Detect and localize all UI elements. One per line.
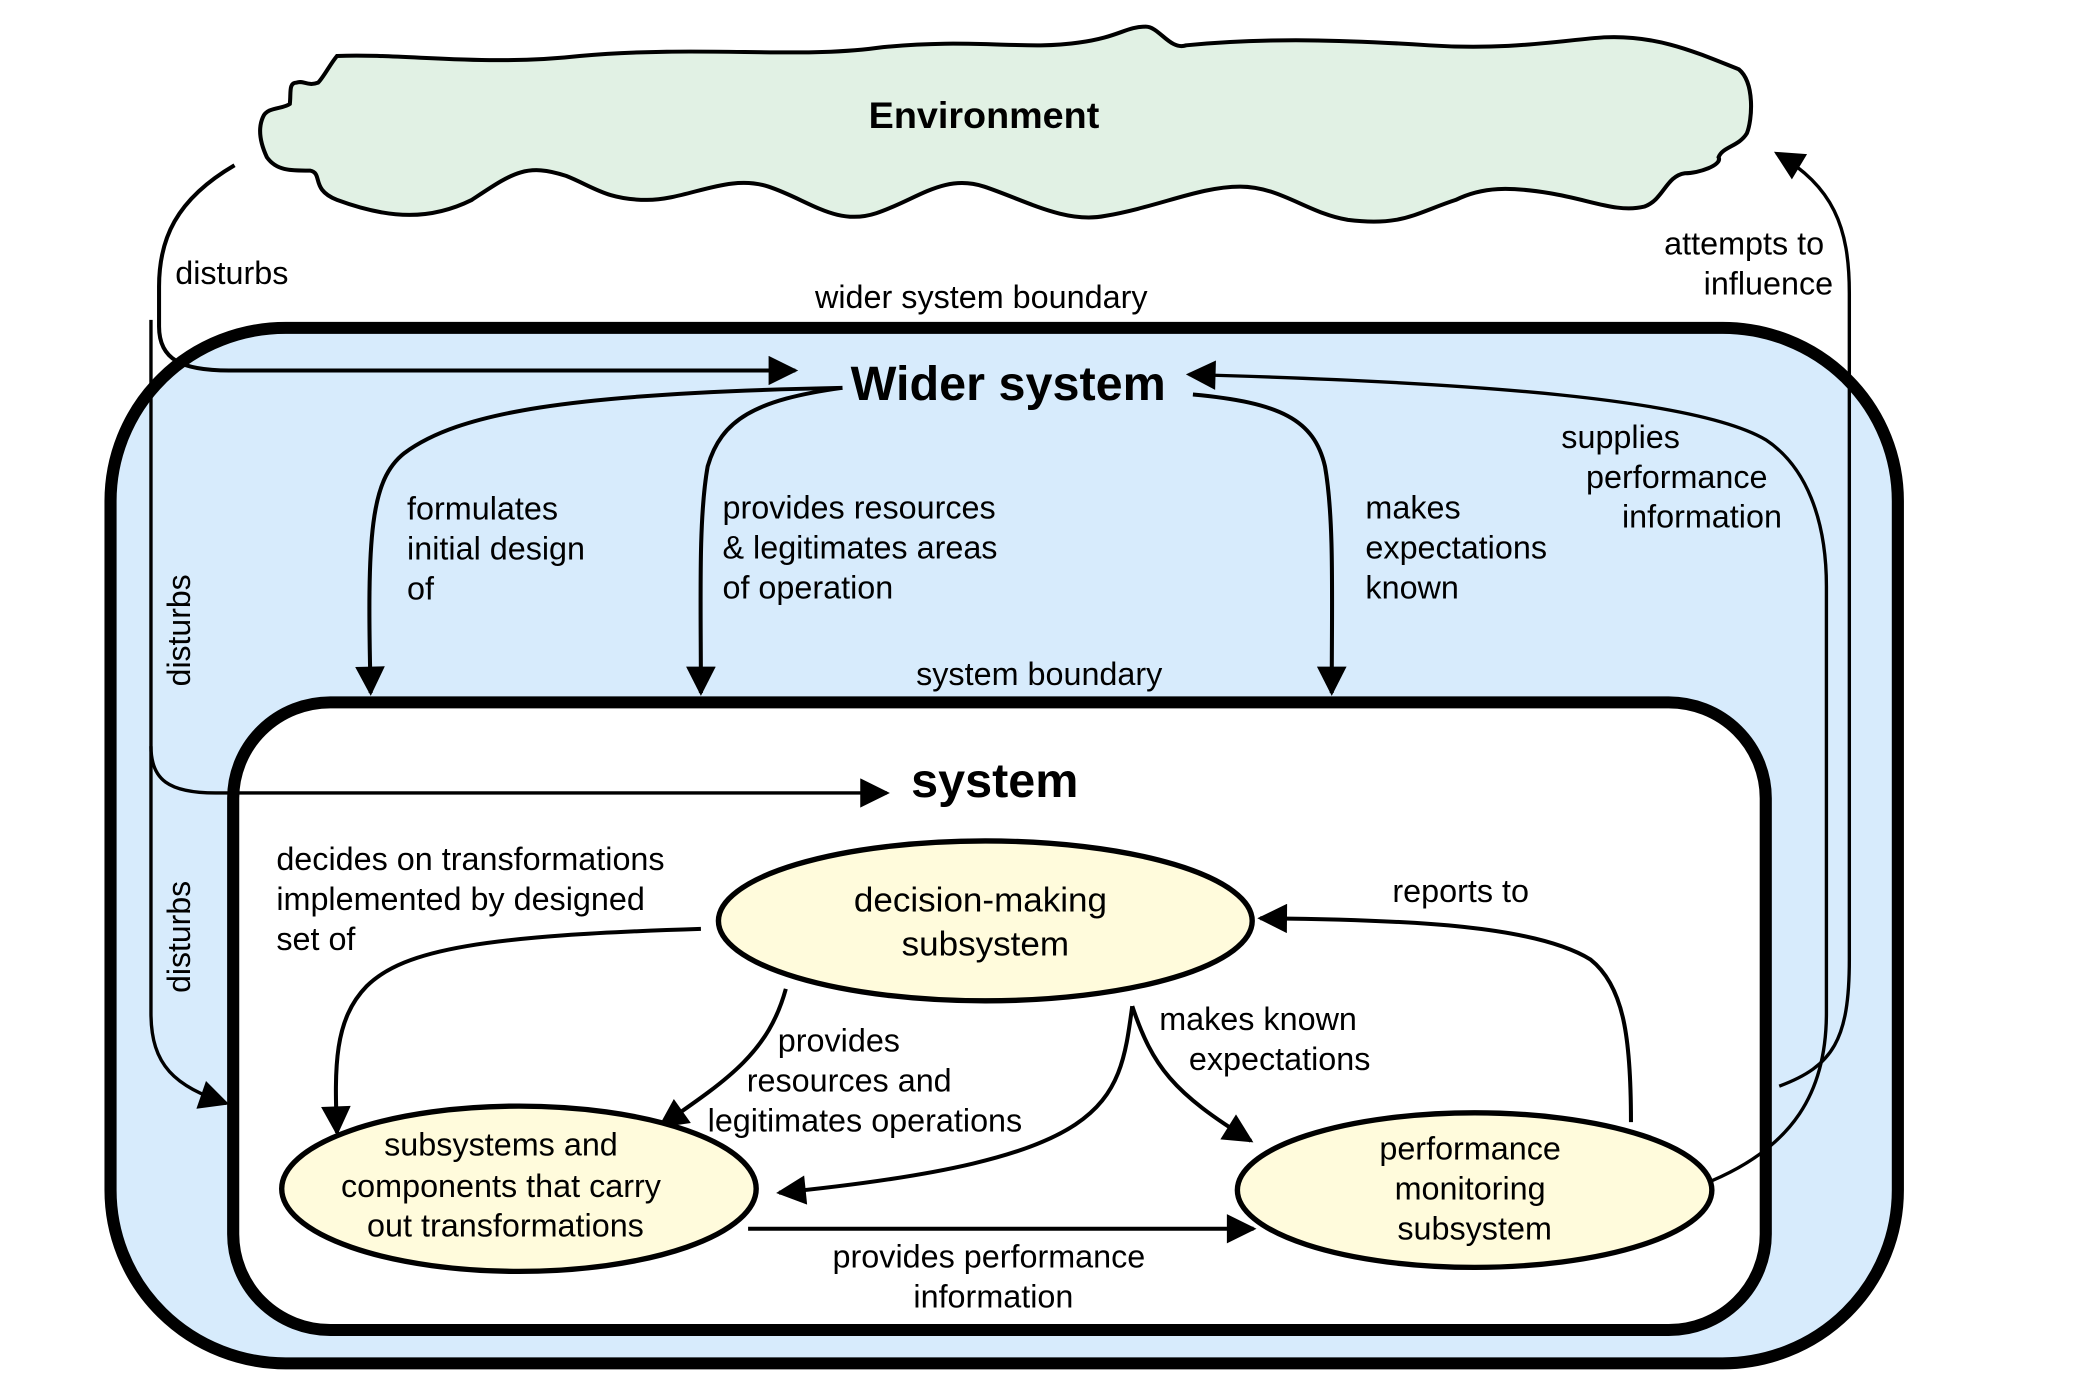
label-provides-resources-sub: provides resources and legitimates opera… bbox=[708, 1023, 1023, 1139]
edge-formulates bbox=[355, 385, 843, 696]
system-boundary-label: system boundary bbox=[916, 656, 1163, 692]
label-supplies-performance: supplies performance information bbox=[1561, 419, 1782, 535]
label-env-disturbs-transform: disturbs bbox=[161, 881, 197, 993]
node-decision-making bbox=[715, 838, 1255, 1004]
edge-makes-expectations bbox=[1192, 392, 1347, 696]
edge-provides-resources-wider bbox=[686, 385, 843, 696]
edge-provides-resources-sub bbox=[658, 988, 788, 1128]
edge-decides-on bbox=[321, 926, 701, 1136]
label-makes-known-expectations: makes known expectations bbox=[1159, 1001, 1370, 1077]
environment-label: Environment bbox=[869, 94, 1100, 136]
node-decision-making-label: decision-making subsystem bbox=[854, 881, 1117, 964]
label-env-disturbs-system: disturbs bbox=[161, 574, 197, 686]
edge-reports-to bbox=[1257, 903, 1633, 1123]
edge-supplies-performance bbox=[1185, 360, 1829, 1183]
wider-system-label: Wider system bbox=[851, 357, 1166, 411]
node-performance-monitoring bbox=[1234, 1110, 1715, 1271]
node-performance-monitoring-label: performance monitoring subsystem bbox=[1379, 1131, 1570, 1247]
edge-makes-known-to-transform bbox=[776, 1005, 1135, 1205]
system-label: system bbox=[911, 754, 1078, 808]
label-decides-on: decides on transformations implemented b… bbox=[276, 841, 673, 957]
label-attempts-influence: attempts to influence bbox=[1664, 226, 1833, 302]
node-transformations bbox=[279, 1103, 759, 1275]
label-env-disturbs-wider: disturbs bbox=[175, 255, 288, 291]
label-provides-resources-wider: provides resources & legitimates areas o… bbox=[722, 490, 1006, 606]
label-reports-to: reports to bbox=[1392, 873, 1529, 909]
wider-system-boundary-label: wider system boundary bbox=[814, 279, 1148, 315]
label-makes-expectations: makes expectations known bbox=[1365, 490, 1556, 606]
edge-env-disturbs-wider bbox=[157, 163, 799, 386]
edge-env-disturbs-transform bbox=[149, 746, 230, 1109]
environment-cloud bbox=[258, 24, 1754, 224]
node-transformations-label: subsystems and components that carry out… bbox=[341, 1127, 670, 1244]
edge-makes-known-to-performance bbox=[1130, 1005, 1254, 1143]
label-formulates: formulates initial design of bbox=[407, 491, 594, 607]
label-provides-performance-info: provides performance information bbox=[833, 1239, 1155, 1315]
